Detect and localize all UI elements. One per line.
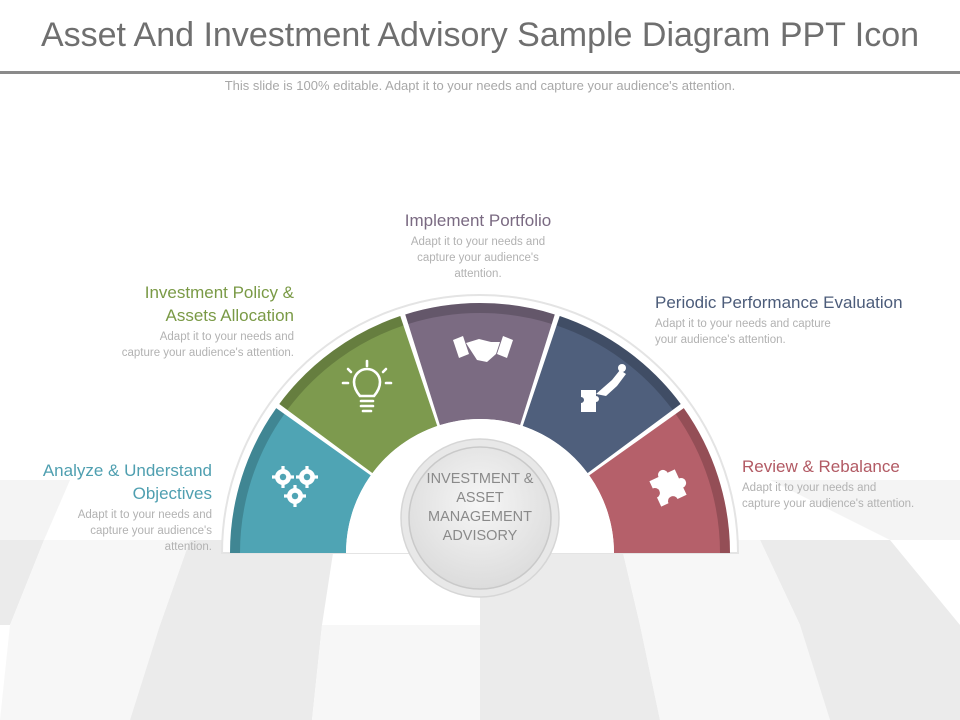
- step-title-line: Investment Policy &: [144, 283, 294, 302]
- segment-analyze-band: [230, 408, 285, 553]
- step-title-line: Periodic Performance Evaluation: [655, 293, 903, 312]
- step-title: Implement Portfolio: [368, 209, 588, 232]
- hub-label-line: ASSET: [456, 490, 504, 506]
- step-description-line: attention.: [454, 268, 502, 280]
- slide-title: Asset And Investment Advisory Sample Dia…: [40, 16, 920, 54]
- segment-periodic-evaluation-band: [556, 316, 681, 410]
- step-implement-portfolio-label: Implement Portfolio Adapt it to your nee…: [368, 209, 588, 282]
- step-title: Periodic Performance Evaluation: [655, 291, 945, 314]
- step-description-line: capture your audience's attention.: [121, 347, 294, 359]
- step-description-line: attention.: [164, 541, 212, 553]
- step-description: Adapt it to your needs and capture your …: [368, 234, 588, 282]
- step-analyze-label: Analyze & Understand Objectives Adapt it…: [0, 459, 212, 555]
- lightbulb-icon: [341, 359, 393, 413]
- handshake-icon: [453, 336, 513, 362]
- hub-circle: [408, 446, 552, 590]
- segment-implement-portfolio-band: [405, 302, 555, 324]
- puzzle-hand-icon: [581, 364, 626, 412]
- step-title-line: Assets Allocation: [165, 306, 294, 325]
- segment-implement-portfolio: [405, 302, 555, 426]
- step-title-line: Implement Portfolio: [404, 211, 552, 230]
- step-description: Adapt it to your needs and capture your …: [54, 329, 294, 361]
- step-title-line: Analyze & Understand: [42, 461, 212, 480]
- step-description: Adapt it to your needs and capture your …: [742, 480, 952, 512]
- puzzle-piece-icon: [649, 469, 687, 507]
- step-description-line: capture your audience's attention.: [742, 498, 915, 510]
- hub-label-line: MANAGEMENT: [428, 509, 532, 525]
- step-description: Adapt it to your needs and capture your …: [0, 507, 212, 555]
- step-description: Adapt it to your needs and capture your …: [655, 316, 945, 348]
- slide-subtitle: This slide is 100% editable. Adapt it to…: [224, 78, 736, 93]
- step-description-line: capture your audience's: [417, 252, 539, 264]
- title-divider: [0, 71, 960, 74]
- step-description-line: Adapt it to your needs and: [742, 482, 877, 494]
- hub-label: INVESTMENT & ASSET MANAGEMENT ADVISORY: [414, 470, 546, 546]
- step-description-line: Adapt it to your needs and capture: [655, 318, 831, 330]
- gears-icon: [272, 466, 318, 507]
- step-title: Investment Policy & Assets Allocation: [54, 281, 294, 327]
- step-title-line: Objectives: [132, 484, 212, 503]
- step-title: Analyze & Understand Objectives: [0, 459, 212, 505]
- step-title-line: Review & Rebalance: [742, 457, 900, 476]
- step-description-line: Adapt it to your needs and: [159, 331, 294, 343]
- step-review-rebalance-label: Review & Rebalance Adapt it to your need…: [742, 455, 952, 512]
- segment-investment-policy-band: [279, 316, 404, 410]
- hub-label-line: ADVISORY: [442, 528, 518, 544]
- step-description-line: capture your audience's: [90, 525, 212, 537]
- step-title: Review & Rebalance: [742, 455, 952, 478]
- step-description-line: your audience's attention.: [655, 334, 786, 346]
- step-description-line: Adapt it to your needs and: [410, 236, 546, 248]
- segment-review-rebalance-band: [675, 408, 730, 553]
- step-periodic-evaluation-label: Periodic Performance Evaluation Adapt it…: [655, 291, 945, 348]
- hub-label-line: INVESTMENT &: [426, 471, 534, 487]
- step-description-line: Adapt it to your needs and: [77, 509, 212, 521]
- step-investment-policy-label: Investment Policy & Assets Allocation Ad…: [54, 281, 294, 361]
